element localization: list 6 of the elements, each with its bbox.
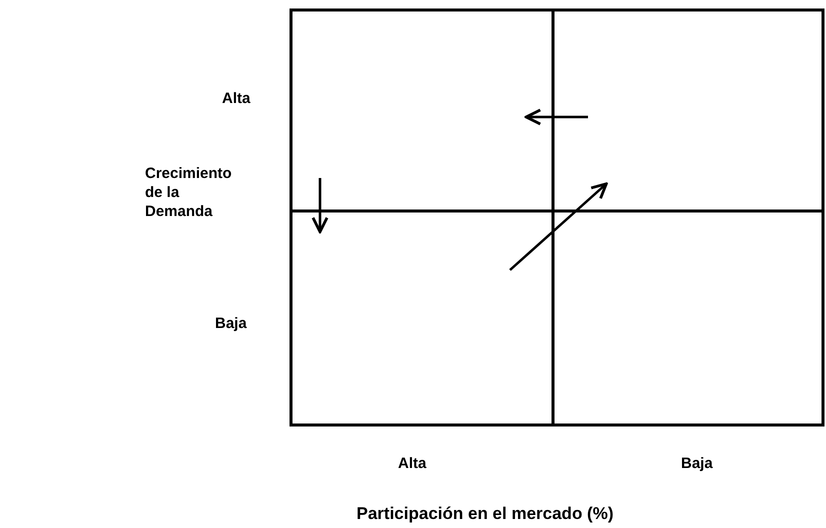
axis-label: Alta (398, 455, 428, 474)
axis-title: Participación en el mercado (%) (356, 503, 614, 524)
axis-label: Baja (681, 455, 714, 474)
axis-label: Alta (222, 90, 252, 109)
axis-title: Crecimiento de la Demanda (145, 165, 233, 222)
axis-label: Baja (215, 315, 248, 334)
